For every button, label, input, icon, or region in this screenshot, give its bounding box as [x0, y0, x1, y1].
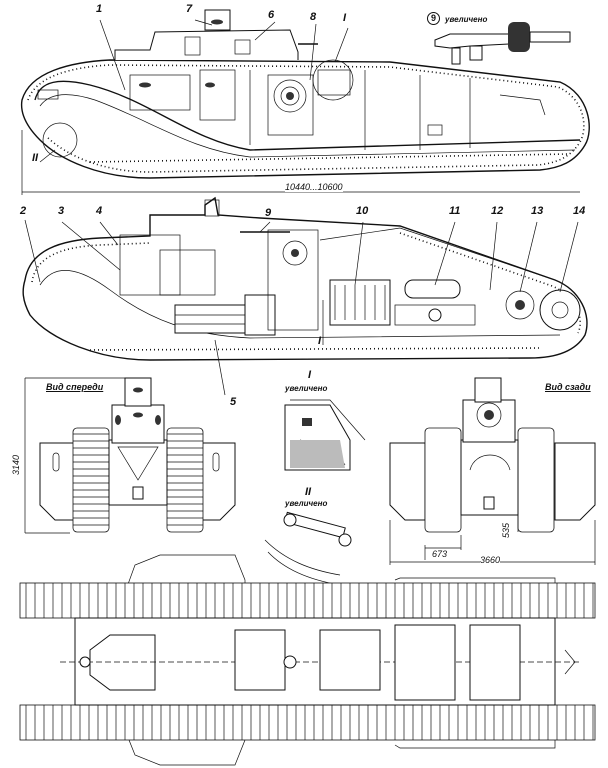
callout-7: 7 [186, 3, 193, 15]
front-view-caption: Вид спереди [46, 382, 104, 392]
side-view-exterior [20, 9, 590, 195]
ground-clearance-dimension: 535 [501, 522, 511, 538]
callout-4: 4 [96, 205, 103, 217]
callout-6: 6 [268, 9, 275, 21]
callout-I: I [343, 12, 347, 24]
side-view-section [22, 196, 588, 396]
detail-badge-9: 9 [427, 12, 440, 25]
detail-II [264, 511, 352, 586]
callout-II: II [32, 152, 39, 164]
callout-12: 12 [491, 205, 504, 217]
callout-10: 10 [356, 205, 369, 217]
callout-9: 9 [265, 207, 272, 219]
callout-14: 14 [573, 205, 586, 217]
detail-I-caption: увеличено [285, 384, 328, 393]
height-dimension: 3140 [11, 454, 21, 475]
detail-II-caption: увеличено [285, 499, 328, 508]
rear-view-caption: Вид сзади [545, 382, 591, 392]
callout-5: 5 [230, 396, 237, 408]
plan-view [19, 554, 596, 766]
callout-3: 3 [58, 205, 65, 217]
rear-view [389, 377, 596, 565]
detail-I [284, 399, 366, 471]
callout-13: 13 [531, 205, 544, 217]
callout-2: 2 [20, 205, 27, 217]
callout-11: 11 [449, 205, 461, 217]
callout-1: 1 [96, 3, 103, 15]
detail-II-mark: II [305, 486, 312, 498]
callout-8: 8 [310, 11, 317, 23]
track-width-dimension: 673 [432, 549, 448, 559]
detail-9-caption: увеличено [445, 15, 488, 24]
length-dimension: 10440...10600 [285, 182, 343, 192]
detail-I-mark: I [308, 369, 312, 381]
front-view [24, 377, 236, 534]
overall-width-dimension: 3660 [480, 555, 501, 565]
section-mark-I: I [318, 335, 322, 347]
